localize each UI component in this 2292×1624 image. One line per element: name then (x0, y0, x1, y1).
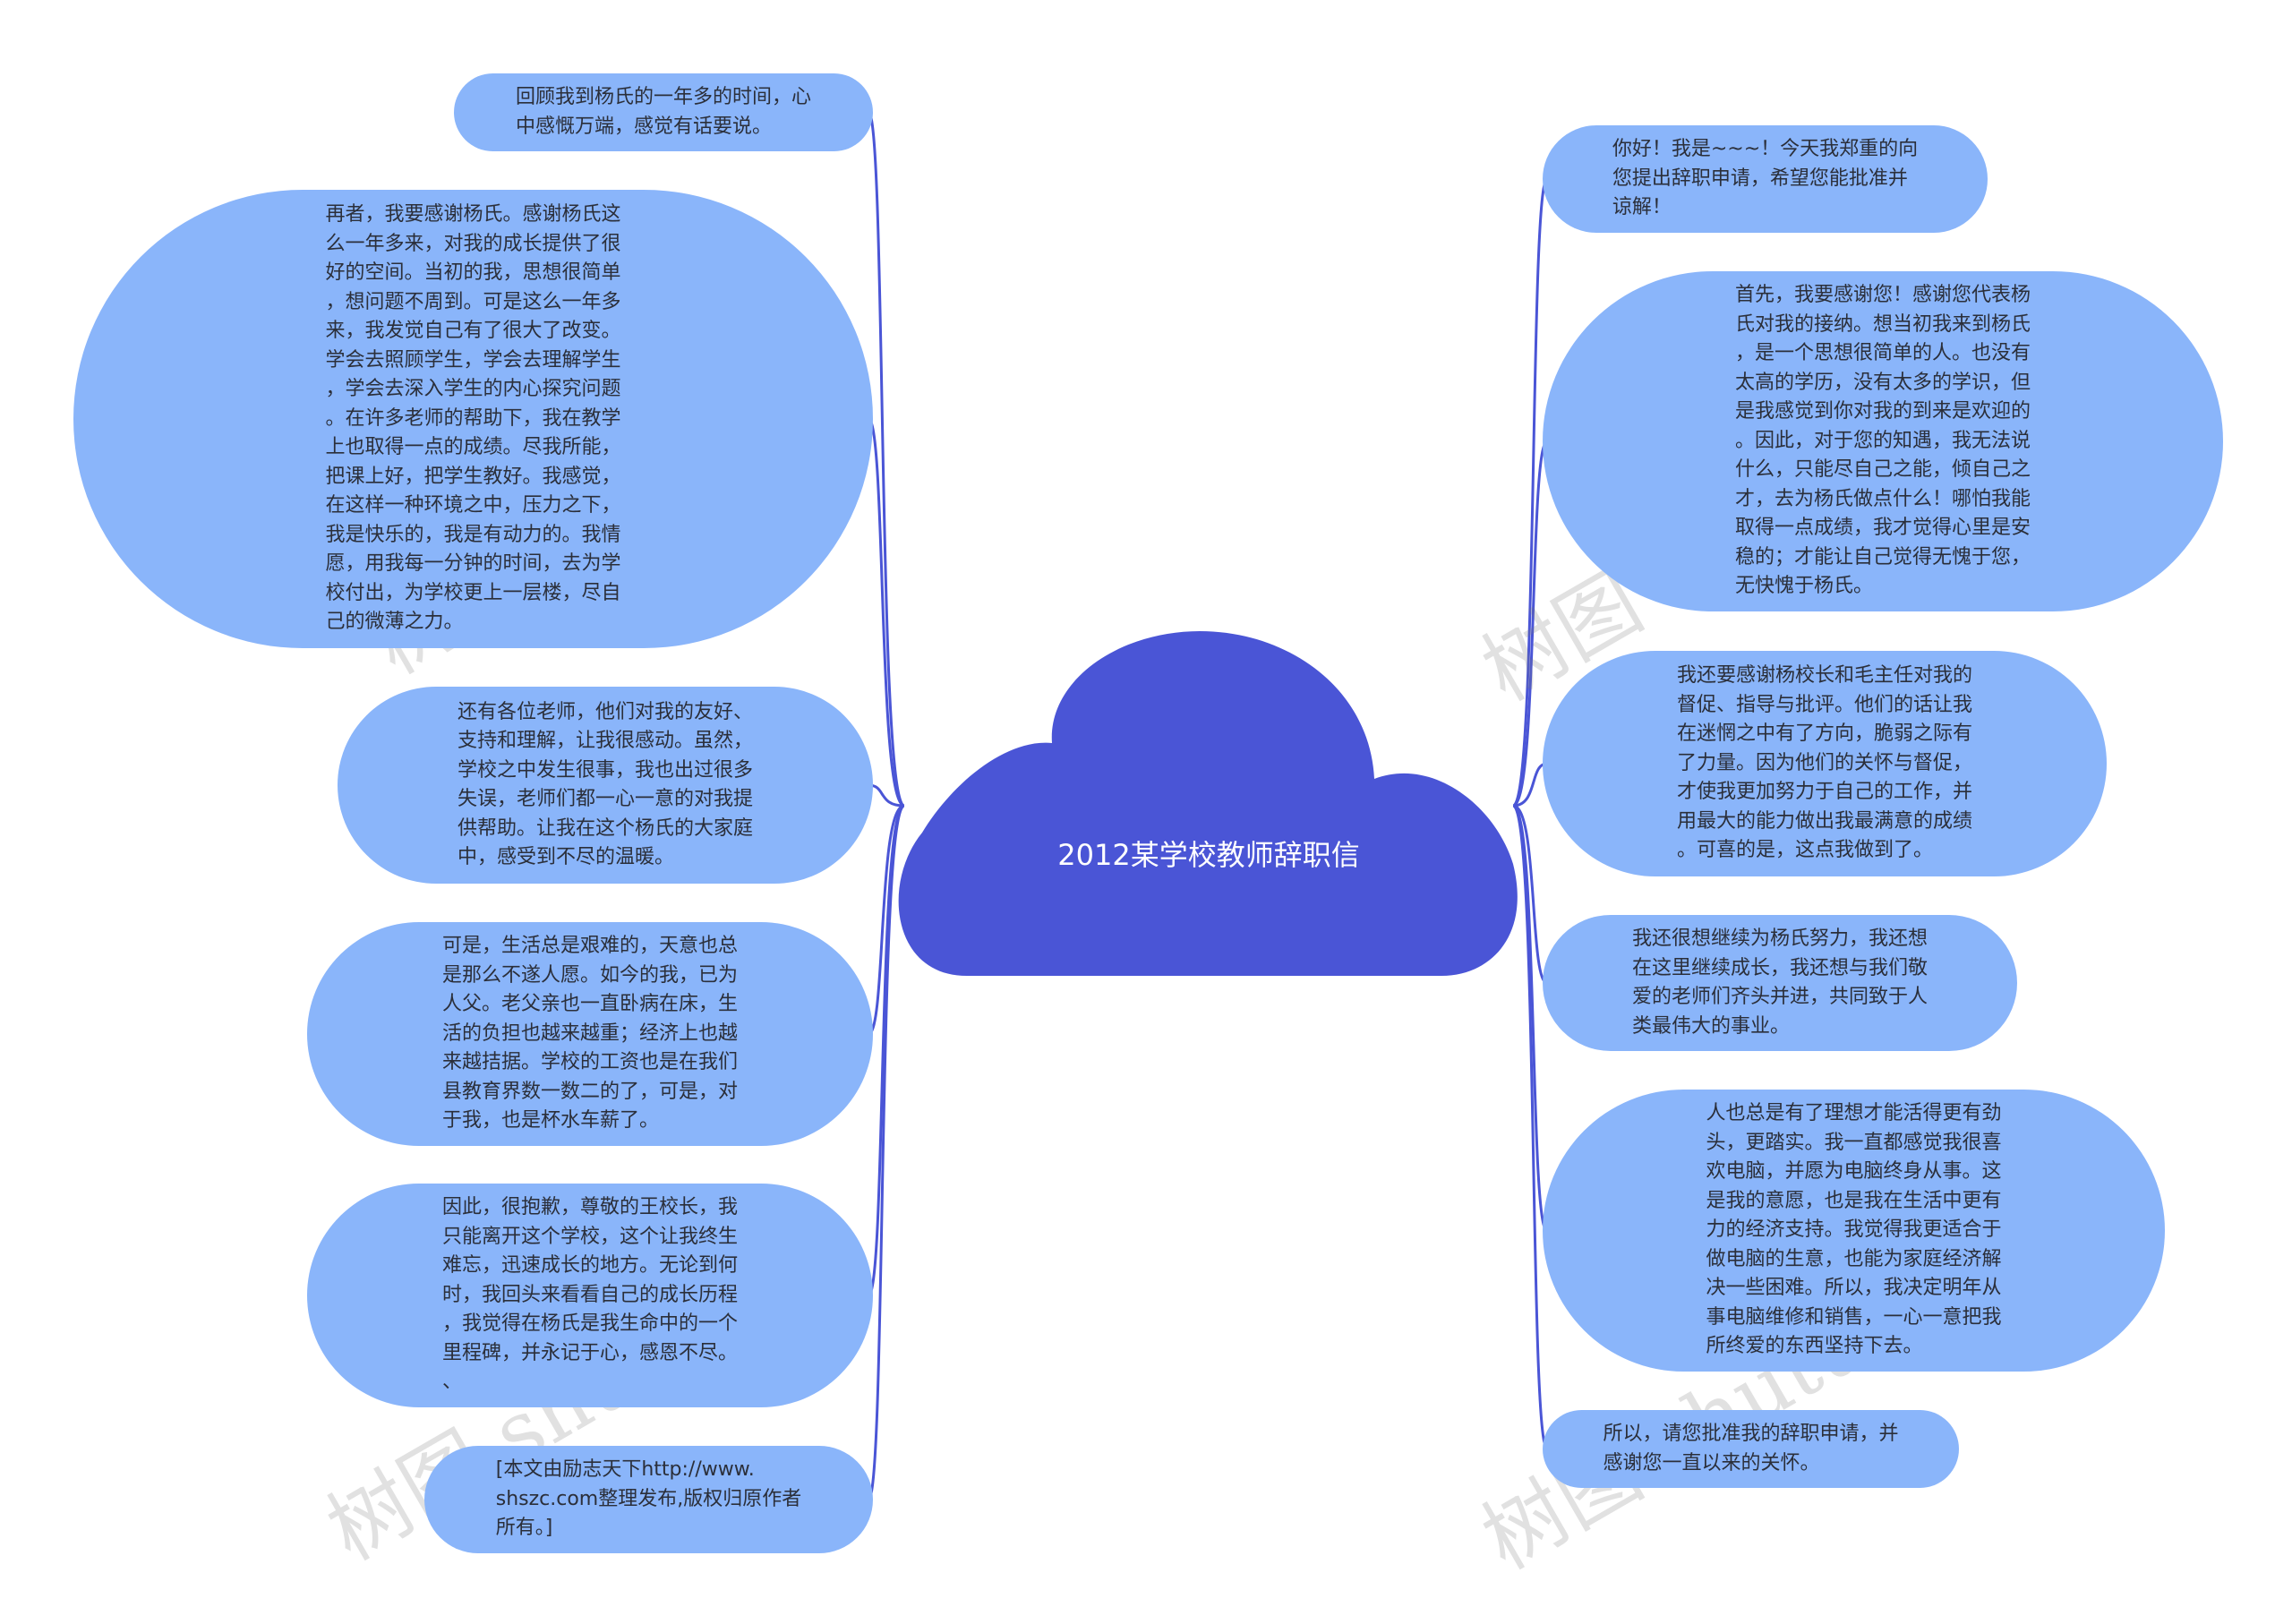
node-text: 首先，我要感谢您！感谢您代表杨 氏对我的接纳。想当初我来到杨氏 ，是一个思想很简… (1734, 284, 2031, 598)
connector-line (867, 804, 906, 1501)
right-node-3[interactable]: 我还要感谢杨校长和毛主任对我的 督促、指导与批评。他们的话让我 在迷惘之中有了方… (1543, 651, 2107, 876)
right-node-6[interactable]: 所以，请您批准我的辞职申请，并 感谢您一直以来的关怀。 (1543, 1410, 1959, 1488)
connector-line (1511, 804, 1549, 1450)
connector-line (868, 804, 905, 1036)
node-text: 因此，很抱歉，尊敬的王校长，我 只能离开这个学校，这个让我终生 难忘，迅速成长的… (441, 1196, 738, 1394)
left-node-2[interactable]: 再者，我要感谢杨氏。感谢杨氏这 么一年多来，对我的成长提供了很 好的空间。当初的… (73, 190, 873, 648)
node-text: 回顾我到杨氏的一年多的时间，心 中感慨万端，感觉有话要说。 (515, 86, 811, 138)
node-text: 你好！我是~~~！今天我郑重的向 您提出辞职申请，希望您能批准并 谅解！ (1612, 138, 1919, 219)
node-text: 我还很想继续为杨氏努力，我还想 在这里继续成长，我还想与我们敬 爱的老师们齐头并… (1631, 927, 1928, 1038)
right-node-4[interactable]: 我还很想继续为杨氏努力，我还想 在这里继续成长，我还想与我们敬 爱的老师们齐头并… (1543, 915, 2017, 1051)
central-topic-title: 2012某学校教师辞职信 (1057, 838, 1360, 872)
node-text: 还有各位老师，他们对我的友好、 支持和理解，让我很感动。虽然， 学校之中发生很事… (457, 700, 753, 869)
node-text: 再者，我要感谢杨氏。感谢杨氏这 么一年多来，对我的成长提供了很 好的空间。当初的… (325, 203, 621, 634)
left-node-3[interactable]: 还有各位老师，他们对我的友好、 支持和理解，让我很感动。虽然， 学校之中发生很事… (338, 687, 873, 884)
node-text: 可是，生活总是艰难的，天意也总 是那么不遂人愿。如今的我，已为 人父。老父亲也一… (441, 935, 738, 1133)
connector-line (1512, 440, 1549, 808)
left-node-6[interactable]: [本文由励志天下http://www. shszc.com整理发布,版权归原作者… (424, 1446, 873, 1553)
right-node-2[interactable]: 首先，我要感谢您！感谢您代表杨 氏对我的接纳。想当初我来到杨氏 ，是一个思想很简… (1543, 271, 2223, 611)
left-node-1[interactable]: 回顾我到杨氏的一年多的时间，心 中感慨万端，感觉有话要说。 (454, 73, 873, 151)
central-topic-cloud (898, 631, 1518, 976)
connector-line (867, 110, 906, 808)
connector-line (867, 417, 905, 808)
node-text: 所以，请您批准我的辞职申请，并 感谢您一直以来的关怀。 (1603, 1423, 1899, 1474)
connector-line (1512, 804, 1548, 985)
node-text: 人也总是有了理想才能活得更有劲 头，更踏实。我一直都感觉我很喜 欢电脑，并愿为电… (1706, 1102, 2002, 1358)
connector-line (1511, 177, 1549, 808)
left-node-5[interactable]: 因此，很抱歉，尊敬的王校长，我 只能离开这个学校，这个让我终生 难忘，迅速成长的… (307, 1184, 873, 1407)
connector-lines (867, 110, 1549, 1501)
node-text: 我还要感谢杨校长和毛主任对我的 督促、指导与批评。他们的话让我 在迷惘之中有了方… (1676, 664, 1972, 862)
right-node-1[interactable]: 你好！我是~~~！今天我郑重的向 您提出辞职申请，希望您能批准并 谅解！ (1543, 125, 1988, 233)
left-node-4[interactable]: 可是，生活总是艰难的，天意也总 是那么不遂人愿。如今的我，已为 人父。老父亲也一… (307, 922, 873, 1146)
connector-line (1511, 804, 1549, 1233)
node-text: [本文由励志天下http://www. shszc.com整理发布,版权归原作者… (495, 1458, 802, 1540)
connector-line (1512, 762, 1548, 808)
right-node-5[interactable]: 人也总是有了理想才能活得更有劲 头，更踏实。我一直都感觉我很喜 欢电脑，并愿为电… (1543, 1090, 2165, 1372)
